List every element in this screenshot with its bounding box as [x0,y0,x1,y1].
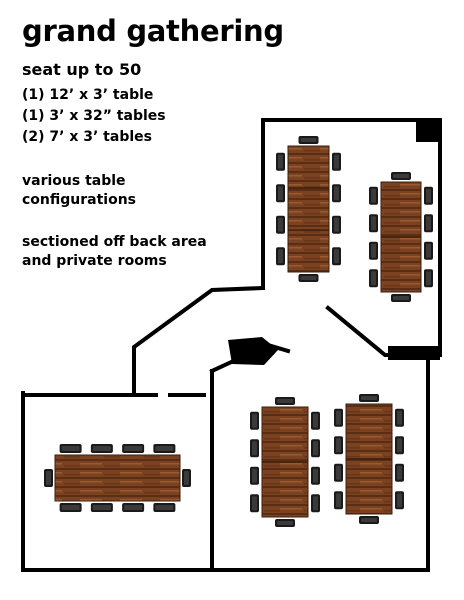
wall-mid-left [132,285,266,395]
chair-seat [336,438,341,453]
chair-seat [278,186,283,201]
chair-seat [124,446,143,451]
note-configurations-line-2: configurations [22,192,137,208]
chair-seat [313,468,318,483]
chair-seat [278,217,283,232]
chair-seat [361,518,377,522]
chair-seat [393,174,409,178]
furniture [44,136,433,527]
chair-seat [361,396,377,400]
note-configurations: various table configurations [22,172,136,210]
chair-seat [61,446,80,451]
page-title: grand gathering [22,14,284,48]
wall-upper-room [261,118,442,357]
chair-seat [184,471,189,485]
table-upper-left [287,145,330,273]
chair-seat [336,465,341,480]
chair-seat [426,271,431,286]
chair-seat [371,216,376,231]
chair-seat [313,496,318,511]
chair-seat [426,188,431,203]
chair-seat [155,446,174,451]
wall-right-room [210,358,430,572]
wall-left-room [21,391,214,572]
bar-block [388,346,440,360]
note-sectioned-area: sectioned off back area and private room… [22,233,207,271]
chair-seat [252,468,257,483]
table-spec-1: (1) 12’ x 3’ table [22,87,154,103]
note-sectioned-area-line-2: and private rooms [22,253,167,269]
chair-seat [336,493,341,508]
chair-seat [277,399,293,403]
chair-seat [277,521,293,525]
chair-seat [92,505,111,510]
seating-capacity: seat up to 50 [22,60,142,79]
note-configurations-line-1: various table [22,173,126,189]
chair-seat [336,410,341,425]
chair-seat [334,217,339,232]
chair-seat [334,186,339,201]
chair-seat [155,505,174,510]
chair-seat [371,243,376,258]
chair-seat [397,465,402,480]
chair-seat [313,441,318,456]
chair-seat [300,138,317,142]
chair-seat [393,296,409,300]
chair-seat [46,471,51,485]
chair-seat [397,410,402,425]
table-long [54,454,181,502]
table-spec-3: (2) 7’ x 3’ tables [22,129,152,145]
chair-seat [252,413,257,428]
table-spec-2: (1) 3’ x 32” tables [22,108,166,124]
chair-seat [371,271,376,286]
chair-seat [61,505,80,510]
chair-seat [252,496,257,511]
note-sectioned-area-line-1: sectioned off back area [22,234,207,250]
chair-seat [334,154,339,169]
chair-seat [252,441,257,456]
corner-block [416,120,442,142]
wall-blocks [228,120,442,365]
chair-seat [371,188,376,203]
chair-seat [278,249,283,264]
chair-seat [313,413,318,428]
chair-seat [124,505,143,510]
fixture-block [228,337,278,365]
chair-seat [278,154,283,169]
chair-seat [300,276,317,280]
chair-seat [397,493,402,508]
chair-seat [397,438,402,453]
chair-seat [334,249,339,264]
chair-seat [426,216,431,231]
chair-seat [92,446,111,451]
chair-seat [426,243,431,258]
